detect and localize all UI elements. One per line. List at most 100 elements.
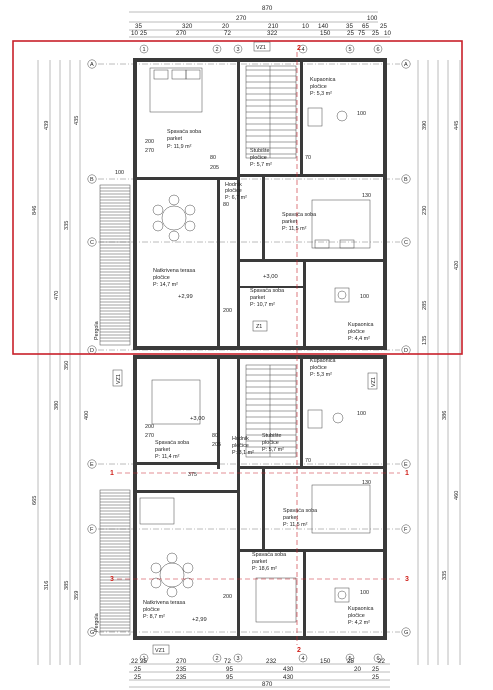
svg-text:430: 430 bbox=[283, 674, 294, 681]
svg-text:Spavaća soba: Spavaća soba bbox=[155, 440, 189, 446]
svg-text:P: 3,1 m²: P: 3,1 m² bbox=[232, 450, 254, 456]
dim-right-390: 390 bbox=[422, 121, 428, 130]
col-axis-bottom-1: 1 bbox=[139, 653, 149, 663]
dim-left-335: 335 bbox=[64, 221, 70, 230]
dim-right-285: 285 bbox=[422, 301, 428, 310]
inner-walls-lower bbox=[137, 359, 383, 636]
pergola-label-upper: Pergola bbox=[94, 321, 100, 340]
svg-text:C: C bbox=[404, 240, 408, 246]
svg-text:pločice: pločice bbox=[310, 365, 327, 371]
room-label-bathroom-1: Kupaonica pločice P: 5,3 m² bbox=[310, 77, 335, 97]
col-axis-top-6: 6 bbox=[373, 44, 383, 54]
window-tag-z1: Z1 bbox=[256, 324, 262, 330]
vz-tags: VZ1 VZ1 VZ1 VZ1 bbox=[112, 41, 378, 655]
room-label-stairs-upper: Stubište pločice P: 5,7 m² bbox=[250, 148, 272, 168]
col-axis-top-2: 2 bbox=[212, 44, 222, 54]
svg-text:25: 25 bbox=[347, 658, 354, 665]
room-labels-upper: Spavaća soba parket P: 11,9 m² Kupaonica… bbox=[153, 77, 373, 342]
svg-text:pločice: pločice bbox=[225, 188, 242, 194]
svg-text:parket: parket bbox=[155, 447, 170, 453]
svg-text:270: 270 bbox=[145, 148, 154, 154]
row-axis-right-A: A bbox=[401, 59, 411, 69]
row-axis-left-A: A bbox=[87, 59, 97, 69]
dim-left-385: 385 bbox=[64, 581, 70, 590]
svg-text:Hodnik: Hodnik bbox=[225, 182, 242, 188]
svg-text:100: 100 bbox=[357, 411, 366, 417]
svg-text:B: B bbox=[90, 177, 94, 183]
room-label-bathroom-4: Kupaonica pločice P: 4,2 m² bbox=[348, 606, 373, 626]
svg-text:25: 25 bbox=[372, 674, 379, 681]
svg-text:G: G bbox=[90, 630, 94, 636]
dim-right-230: 230 bbox=[422, 206, 428, 215]
pergola-lower: Pergola bbox=[94, 489, 131, 636]
svg-text:1: 1 bbox=[143, 656, 146, 662]
svg-text:Spavaća soba: Spavaća soba bbox=[252, 552, 286, 558]
svg-text:375: 375 bbox=[188, 472, 197, 478]
svg-text:P: 6,7 m²: P: 6,7 m² bbox=[225, 195, 247, 201]
svg-text:Stubište: Stubište bbox=[250, 148, 269, 154]
svg-text:P: 11,4 m²: P: 11,4 m² bbox=[155, 454, 180, 460]
left-dimension-chains: 846 665 439 470 316 335 380 359 435 350 … bbox=[32, 60, 90, 665]
row-axis-left-G: G bbox=[87, 627, 97, 637]
svg-text:70: 70 bbox=[305, 155, 311, 161]
svg-text:F: F bbox=[404, 527, 408, 533]
svg-text:1: 1 bbox=[143, 47, 146, 53]
svg-text:A: A bbox=[404, 62, 408, 68]
dim-r4-270: 270 bbox=[176, 30, 187, 37]
room-labels-lower: Kupaonica pločice P: 5,3 m² Spavaća soba… bbox=[143, 358, 373, 626]
svg-text:130: 130 bbox=[362, 193, 371, 199]
svg-text:5: 5 bbox=[349, 656, 352, 662]
svg-text:pločice: pločice bbox=[262, 440, 279, 446]
svg-text:80: 80 bbox=[212, 433, 218, 439]
level-lower-2: +2,99 bbox=[192, 617, 207, 623]
svg-text:P: 5,7 m²: P: 5,7 m² bbox=[250, 162, 272, 168]
svg-text:B: B bbox=[404, 177, 408, 183]
svg-text:F: F bbox=[90, 527, 94, 533]
svg-text:100: 100 bbox=[115, 170, 124, 176]
svg-text:parket: parket bbox=[282, 219, 297, 225]
svg-text:E: E bbox=[404, 462, 408, 468]
dim-left-665: 665 bbox=[32, 496, 38, 505]
svg-text:25: 25 bbox=[140, 658, 147, 665]
row-axis-right-G: G bbox=[401, 627, 411, 637]
column-axes: 1 2 3 4 5 6 1 2 3 4 5 6 bbox=[139, 44, 383, 663]
row-axis-right-C: C bbox=[401, 237, 411, 247]
svg-text:200: 200 bbox=[223, 594, 232, 600]
col-axis-bottom-2: 2 bbox=[212, 653, 222, 663]
section-mark-3-left: 3 bbox=[110, 576, 114, 583]
svg-text:C: C bbox=[90, 240, 94, 246]
row-axis-left-C: C bbox=[87, 237, 97, 247]
dim-left-400: 400 bbox=[84, 411, 90, 420]
svg-text:P: 5,3 m²: P: 5,3 m² bbox=[310, 372, 332, 378]
svg-text:235: 235 bbox=[176, 674, 187, 681]
pergola-upper: Pergola bbox=[94, 184, 131, 346]
dim-r4-10: 10 bbox=[131, 30, 138, 37]
room-label-terrace-upper: Natkrivena terasa pločice P: 14,7 m² bbox=[153, 268, 195, 288]
svg-text:P: 11,5 m²: P: 11,5 m² bbox=[283, 522, 308, 528]
dim-r4-25: 25 bbox=[140, 30, 147, 37]
svg-text:D: D bbox=[90, 348, 94, 354]
dim-top-270: 270 bbox=[236, 15, 247, 22]
room-label-bedroom-6: Spavaća soba parket P: 18,6 m² bbox=[252, 552, 286, 572]
pergola-label-lower: Pergola bbox=[94, 613, 100, 632]
svg-text:pločice: pločice bbox=[143, 607, 160, 613]
svg-text:G: G bbox=[404, 630, 408, 636]
svg-text:80: 80 bbox=[210, 155, 216, 161]
svg-text:P: 8,7 m²: P: 8,7 m² bbox=[143, 614, 165, 620]
svg-text:Spavaća soba: Spavaća soba bbox=[250, 288, 284, 294]
level-lower-1: +3,00 bbox=[190, 416, 205, 422]
row-axis-right-D: D bbox=[401, 345, 411, 355]
svg-text:P: 14,7 m²: P: 14,7 m² bbox=[153, 282, 178, 288]
svg-text:80: 80 bbox=[223, 202, 229, 208]
dim-r4-10b: 10 bbox=[384, 30, 391, 37]
vz-tag-left: VZ1 bbox=[116, 374, 122, 384]
svg-text:4: 4 bbox=[302, 656, 305, 662]
col-axis-top-5: 5 bbox=[345, 44, 355, 54]
svg-text:P: 4,2 m²: P: 4,2 m² bbox=[348, 620, 370, 626]
dim-r4-322: 322 bbox=[267, 30, 278, 37]
dim-top-35b: 35 bbox=[346, 23, 353, 30]
svg-text:95: 95 bbox=[226, 666, 233, 673]
dim-left-470: 470 bbox=[54, 291, 60, 300]
col-axis-bottom-3: 3 bbox=[233, 653, 243, 663]
col-axis-bottom-6: 6 bbox=[373, 653, 383, 663]
